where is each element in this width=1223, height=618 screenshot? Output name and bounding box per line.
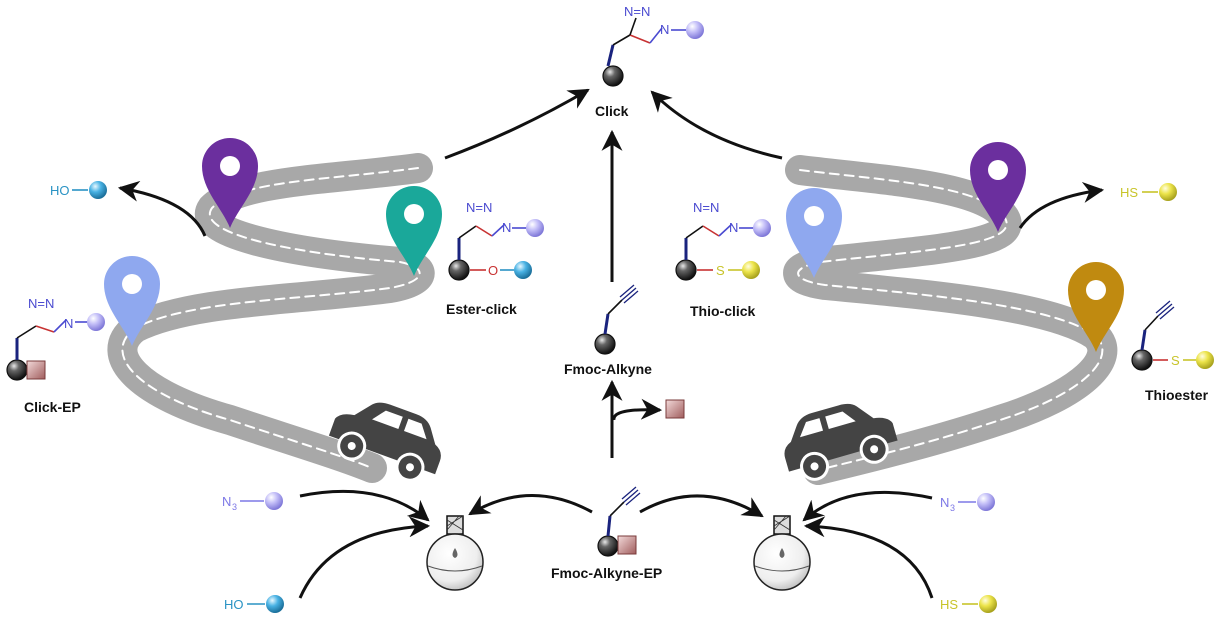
reagent-azide-right: N 3 — [940, 493, 995, 513]
label-fmoc-alkyne: Fmoc-Alkyne — [564, 361, 652, 377]
reagent-hs-right: HS — [940, 595, 997, 613]
arrow-pin-release-ho — [117, 180, 207, 237]
resin-bead-icon — [6, 359, 28, 381]
svg-text:HO: HO — [224, 597, 244, 612]
thioester-molecule: S — [1131, 300, 1214, 371]
resin-bead-icon — [675, 259, 697, 281]
svg-text:S: S — [716, 263, 725, 278]
reaction-arrows — [117, 88, 1105, 599]
arrow-ho-to-left-flask — [298, 516, 431, 599]
arrow-pin-release-hs — [1018, 182, 1105, 229]
svg-text:N: N — [64, 316, 73, 331]
svg-text:O: O — [488, 263, 498, 278]
flask-icon — [753, 515, 811, 591]
resin-bead-icon — [594, 333, 616, 355]
reagent-ho-released: HO — [50, 181, 107, 199]
arrow-ep-to-right-flask — [639, 494, 764, 518]
svg-text:N=N: N=N — [466, 200, 492, 215]
svg-text:N: N — [222, 494, 231, 509]
resin-bead-icon — [1131, 349, 1153, 371]
reagent-azide-left: N 3 — [222, 492, 283, 512]
arrow-azide-to-right-flask — [802, 490, 933, 522]
reagent-hs-released: HS — [1120, 183, 1177, 201]
arrow-left-road-to-click — [444, 88, 590, 160]
click-ep-molecule: N=N N — [6, 296, 105, 381]
map-pin-icon — [386, 186, 442, 276]
svg-text:HO: HO — [50, 183, 70, 198]
flask-icon — [426, 515, 484, 591]
map-pin-icon — [104, 256, 160, 346]
fmoc-alkyne-molecule — [594, 284, 639, 355]
svg-text:S: S — [1171, 353, 1180, 368]
svg-text:N=N: N=N — [28, 296, 54, 311]
car-icon — [328, 402, 441, 482]
ester-click-molecule: N=N N O — [448, 200, 544, 281]
arrow-ep-to-left-flask — [468, 494, 593, 516]
label-click-ep: Click-EP — [24, 399, 81, 415]
resin-bead-icon — [448, 259, 470, 281]
svg-text:N=N: N=N — [624, 4, 650, 19]
label-thioester: Thioester — [1145, 387, 1209, 403]
svg-text:HS: HS — [1120, 185, 1138, 200]
reagent-ho-left: HO — [224, 595, 284, 613]
map-pin-icon — [786, 188, 842, 278]
car-icon — [784, 403, 898, 481]
svg-text:N: N — [660, 22, 669, 37]
svg-text:N: N — [940, 495, 949, 510]
svg-text:3: 3 — [232, 502, 237, 512]
left-road — [107, 153, 435, 483]
ep-linker-square-icon — [617, 535, 637, 555]
arrow-hs-to-right-flask — [803, 516, 934, 599]
svg-text:N: N — [502, 220, 511, 235]
svg-text:N: N — [729, 220, 738, 235]
svg-text:HS: HS — [940, 597, 958, 612]
ep-linker-square-icon — [26, 360, 46, 380]
svg-text:N=N: N=N — [693, 200, 719, 215]
resin-bead-icon — [602, 65, 624, 87]
map-pin-icon — [970, 142, 1026, 232]
resin-bead-icon — [597, 535, 619, 557]
ep-linker-square-icon — [665, 399, 685, 419]
arrow-right-road-to-click — [650, 90, 783, 160]
thio-click-molecule: N=N N S — [675, 200, 771, 281]
click-product-molecule: N=N N — [602, 4, 704, 87]
label-fmoc-alkyne-ep: Fmoc-Alkyne-EP — [551, 565, 662, 581]
map-pin-icon — [1068, 262, 1124, 352]
map-pin-icon — [202, 138, 258, 228]
label-ester-click: Ester-click — [446, 301, 517, 317]
svg-text:3: 3 — [950, 503, 955, 513]
arrow-azide-to-left-flask — [299, 490, 430, 522]
label-thio-click: Thio-click — [690, 303, 756, 319]
label-click: Click — [595, 103, 629, 119]
arrow-ep-release — [612, 398, 663, 421]
fmoc-alkyne-ep-molecule — [597, 486, 641, 557]
